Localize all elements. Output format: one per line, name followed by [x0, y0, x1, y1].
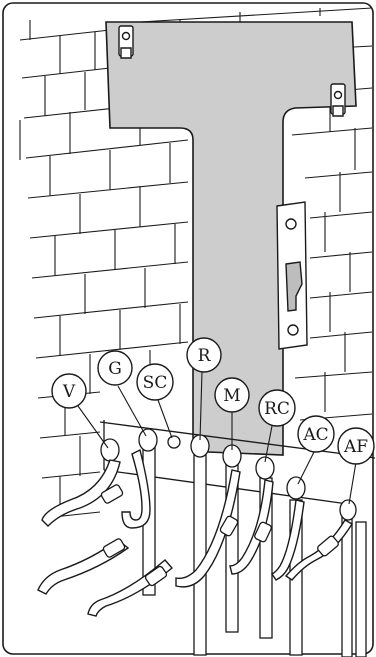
label-AC: AC [302, 425, 328, 445]
wall-hook-left [118, 25, 134, 59]
label-G: G [108, 359, 122, 379]
label-R: R [198, 346, 212, 366]
callout-SC: SC [136, 363, 174, 401]
wall-hook-right [330, 83, 346, 117]
callout-V: V [51, 373, 87, 409]
callout-AF: AF [337, 427, 375, 465]
label-SC: SC [143, 373, 168, 393]
hose-valves [100, 484, 339, 587]
label-M: M [223, 386, 240, 406]
callout-AC: AC [297, 415, 335, 453]
mounting-bracket [276, 201, 308, 350]
label-AF: AF [343, 437, 368, 457]
leader-lines [77, 371, 357, 505]
callout-M: M [214, 377, 250, 413]
label-V: V [62, 382, 76, 402]
callout-RC: RC [258, 389, 296, 427]
callout-R: R [186, 337, 222, 373]
label-RC: RC [264, 399, 290, 419]
callout-G: G [97, 350, 133, 386]
